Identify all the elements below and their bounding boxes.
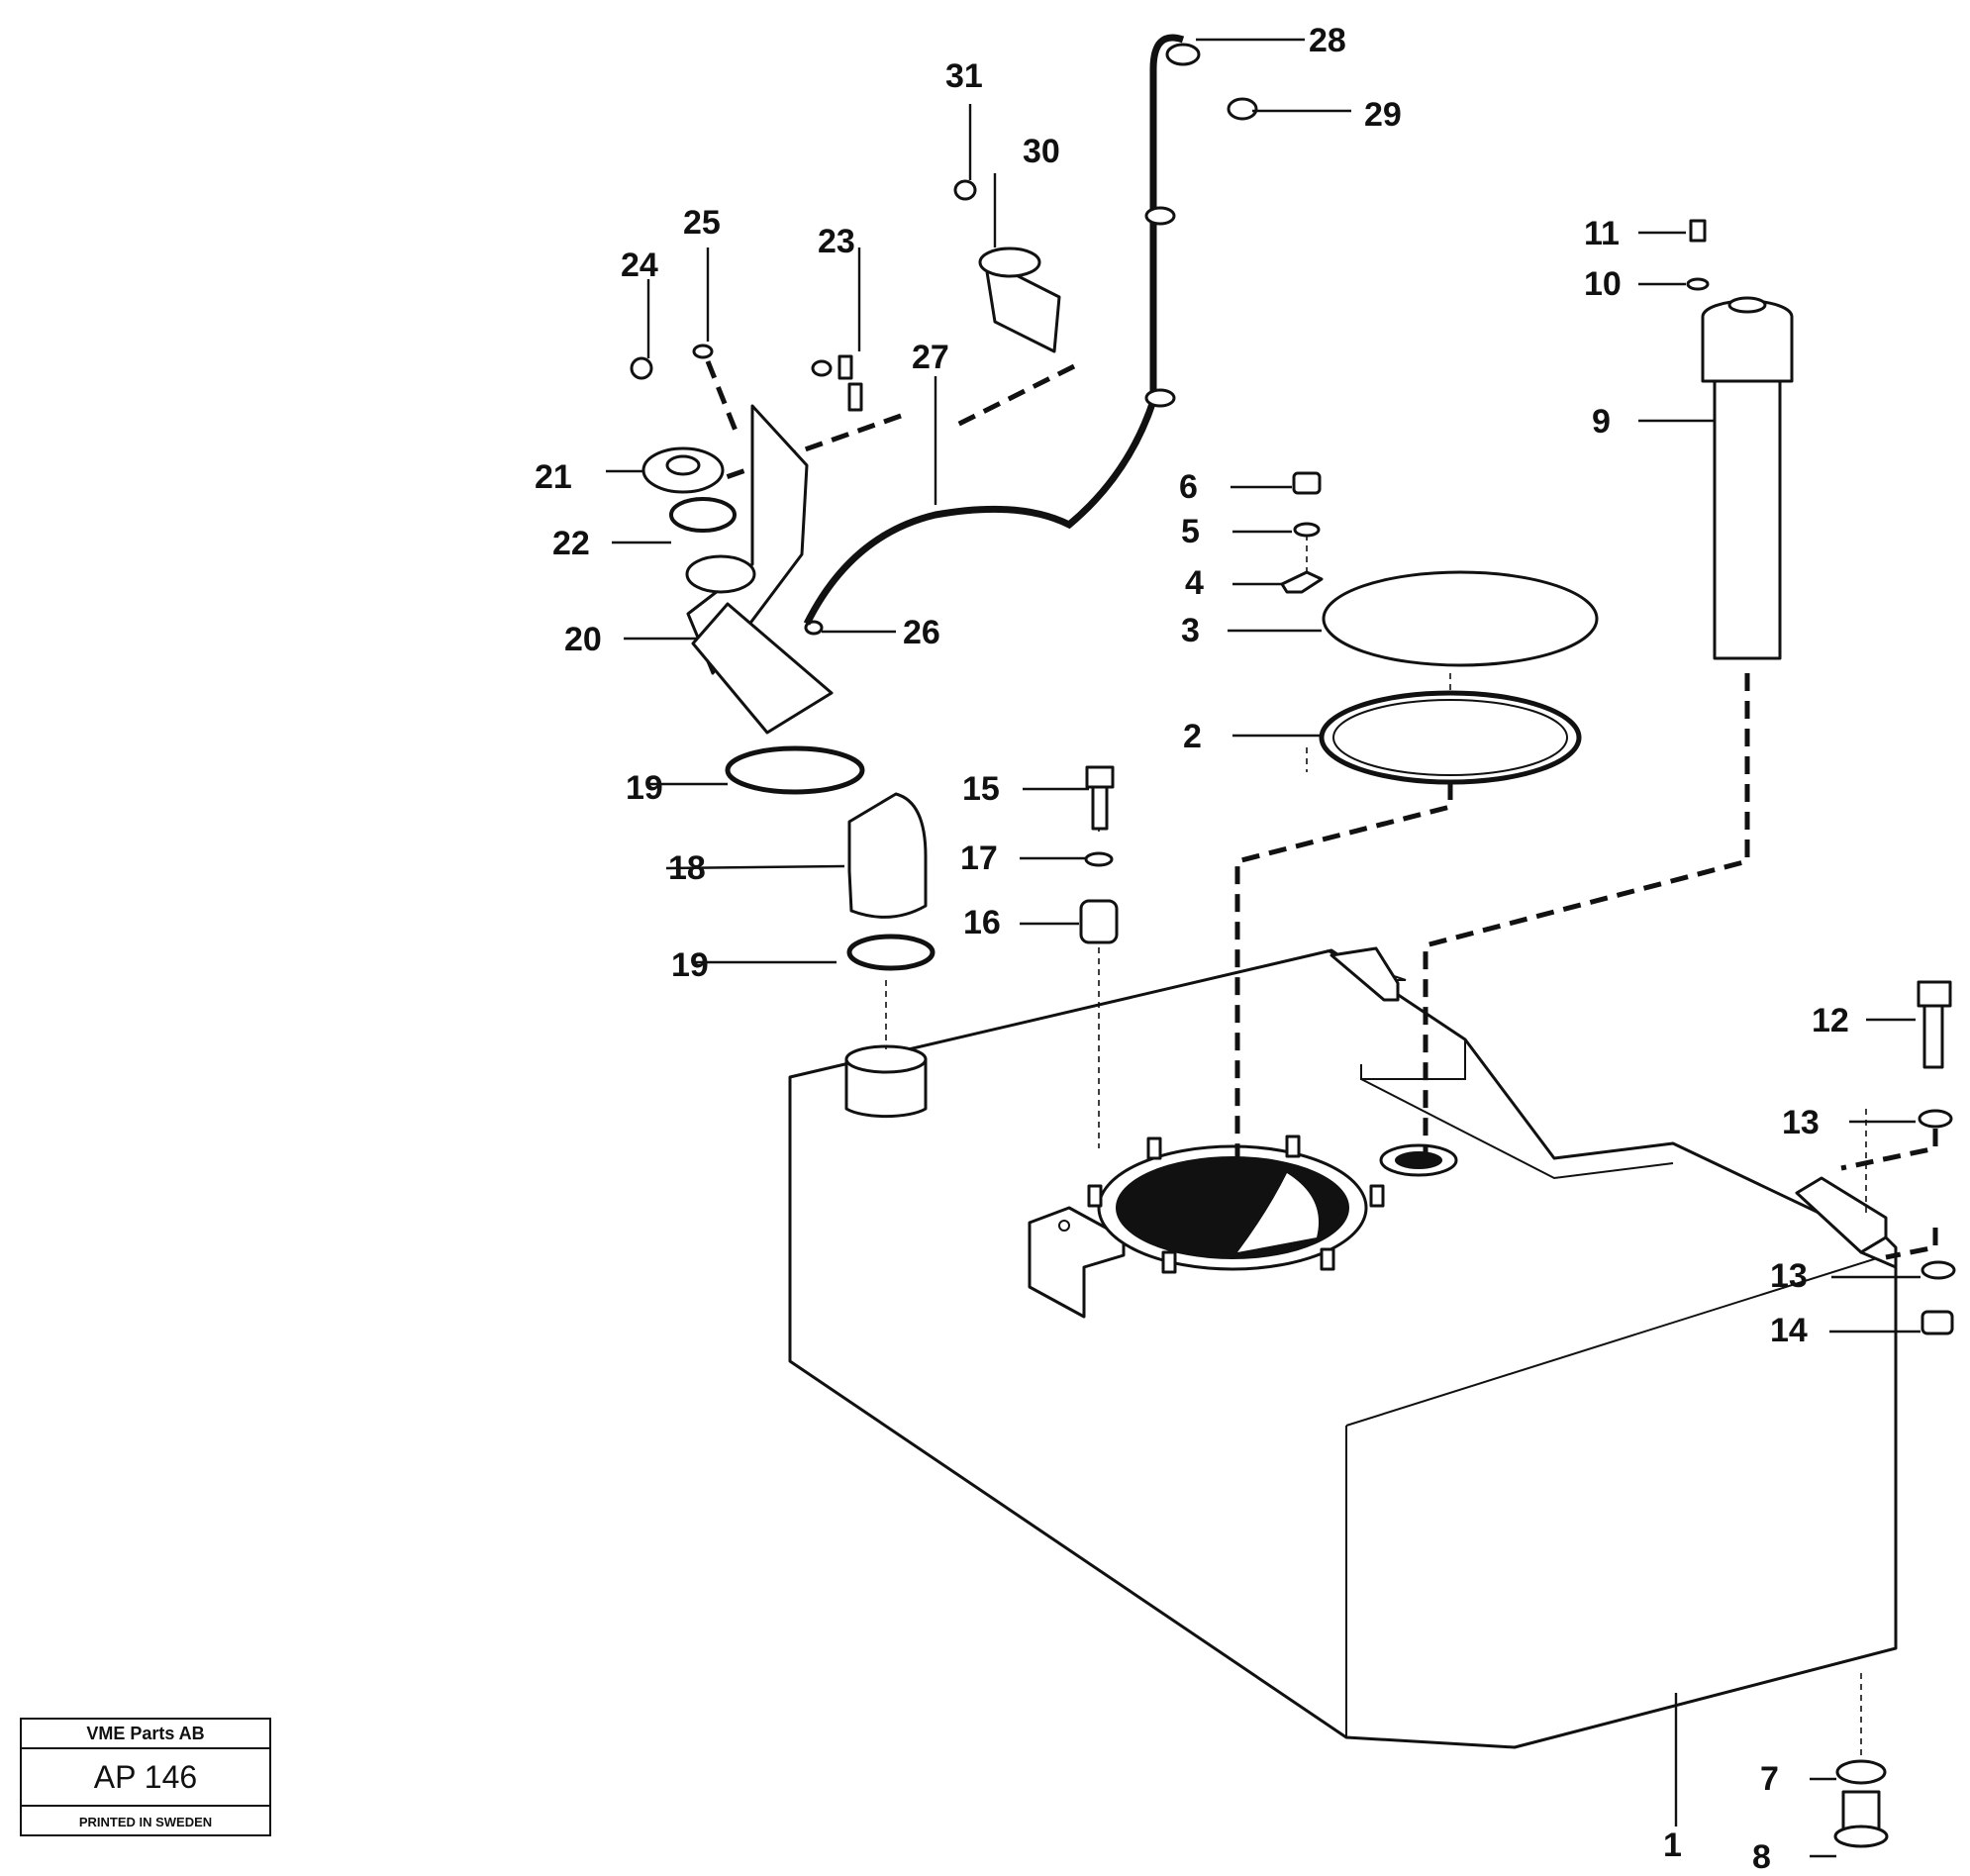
callout-5: 5 <box>1181 513 1200 550</box>
callout-4: 4 <box>1185 564 1204 602</box>
stamp-company: VME Parts AB <box>22 1720 269 1749</box>
callout-25: 25 <box>683 204 721 242</box>
callout-11: 11 <box>1584 215 1620 252</box>
callout-23: 23 <box>818 223 855 260</box>
callout-29: 29 <box>1364 96 1402 134</box>
callout-27: 27 <box>912 339 949 376</box>
callout-1: 1 <box>1663 1827 1682 1864</box>
fuel-tank <box>788 946 1898 1749</box>
callout-14: 14 <box>1770 1312 1808 1349</box>
parts <box>630 34 1956 1848</box>
callout-28: 28 <box>1309 22 1346 59</box>
callout-20: 20 <box>564 621 602 658</box>
callout-21: 21 <box>535 458 572 496</box>
callout-6: 6 <box>1179 468 1198 506</box>
callout-16: 16 <box>963 904 1001 941</box>
stamp-code: AP 146 <box>22 1749 269 1807</box>
stamp-printed: PRINTED IN SWEDEN <box>78 1815 213 1829</box>
callout-12: 12 <box>1812 1002 1849 1039</box>
callout-3: 3 <box>1181 612 1200 649</box>
callout-18: 18 <box>668 849 706 887</box>
callout-9: 9 <box>1592 403 1611 441</box>
callout-22: 22 <box>552 525 590 562</box>
callout-19b: 19 <box>671 946 709 984</box>
callout-2: 2 <box>1183 718 1202 755</box>
callout-7: 7 <box>1760 1760 1779 1798</box>
callout-31: 31 <box>945 57 983 95</box>
callout-24: 24 <box>621 247 658 284</box>
callout-10: 10 <box>1584 265 1622 303</box>
callout-8: 8 <box>1752 1838 1771 1876</box>
title-stamp: VME Parts AB AP 146 PRINTED IN SWEDEN <box>20 1718 271 1836</box>
callout-15: 15 <box>962 770 1000 808</box>
callout-numbers: 1 2 3 4 5 6 7 8 9 10 11 12 13 13 14 15 1… <box>535 22 1849 1876</box>
callout-13a: 13 <box>1782 1104 1820 1141</box>
callout-26: 26 <box>903 614 940 651</box>
callout-13b: 13 <box>1770 1257 1808 1295</box>
leader-lines <box>606 38 1921 1858</box>
callout-17: 17 <box>960 839 998 877</box>
callout-30: 30 <box>1023 133 1060 170</box>
callout-19a: 19 <box>626 769 663 807</box>
